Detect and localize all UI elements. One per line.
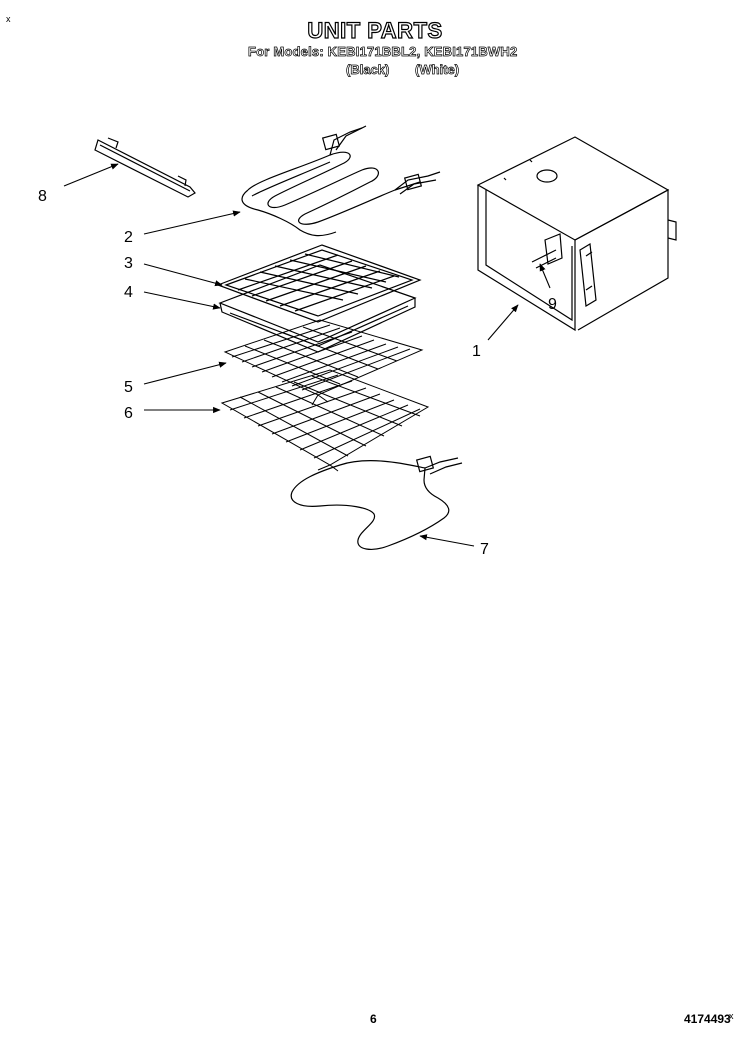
part-8-bracket — [94, 137, 196, 198]
corner-registration-mark: x — [729, 1011, 734, 1021]
leader-arrow-2 — [143, 210, 241, 235]
document-number: 4174493 — [684, 1012, 731, 1026]
callout-3: 3 — [124, 255, 133, 272]
part-5-oven-rack — [223, 319, 424, 406]
callout-8: 8 — [38, 188, 47, 205]
part-7-bake-element — [290, 455, 463, 550]
leader-arrow-9 — [539, 263, 551, 289]
page-title: UNIT PARTS — [307, 17, 443, 43]
leader-arrow-4 — [143, 291, 221, 310]
part-9-sensor — [531, 249, 557, 269]
part-3-broiler-grid — [216, 244, 422, 323]
callout-6: 6 — [124, 405, 133, 422]
leader-arrow-5 — [143, 361, 227, 385]
leader-arrow-8 — [63, 163, 119, 187]
variant-black-label: (Black) — [346, 62, 390, 78]
part-2-broil-element — [241, 125, 441, 237]
variant-white-label: (White) — [415, 62, 460, 78]
part-1-oven-cavity — [476, 136, 677, 332]
leader-arrows — [63, 163, 551, 547]
corner-registration-mark: x — [6, 14, 11, 24]
callout-1: 1 — [472, 343, 481, 360]
page-number: 6 — [370, 1012, 377, 1026]
callout-5: 5 — [124, 379, 133, 396]
leader-arrow-7 — [419, 534, 475, 547]
leader-arrow-3 — [143, 263, 223, 287]
callout-9: 9 — [548, 296, 557, 313]
models-line: For Models: KEBI171BBL2, KEBI171BWH2 — [248, 44, 518, 60]
callout-2: 2 — [124, 229, 133, 246]
callout-4: 4 — [124, 284, 133, 301]
part-6-oven-rack — [220, 369, 430, 472]
callout-7: 7 — [480, 541, 489, 558]
leader-arrow-1 — [487, 304, 519, 341]
